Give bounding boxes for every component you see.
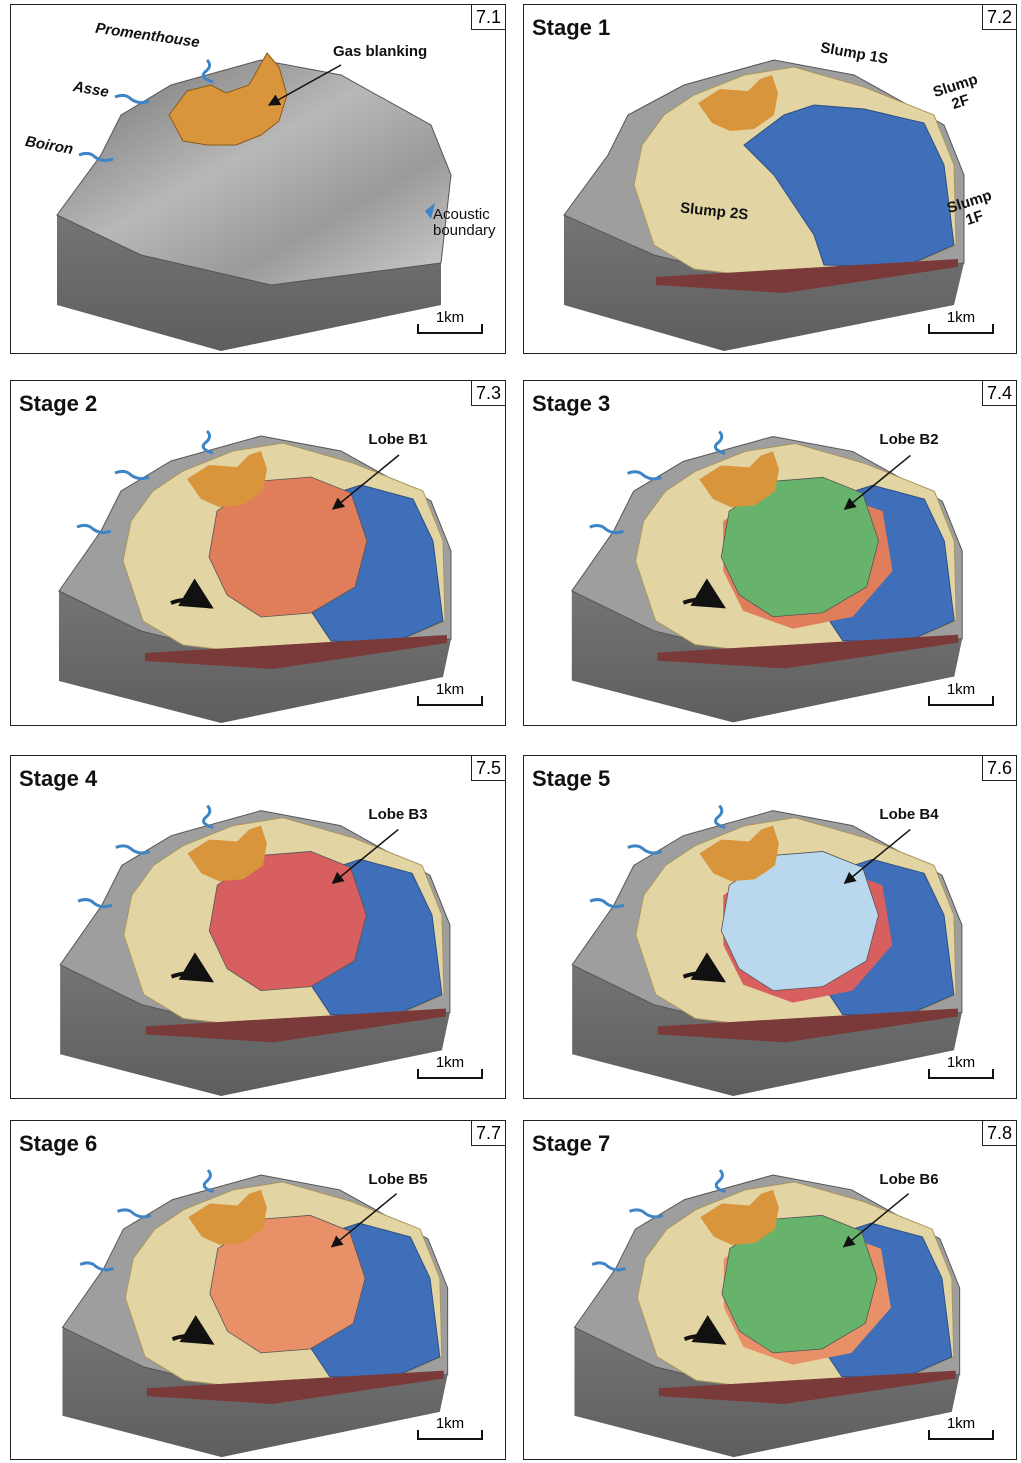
panel-7-6: 7.6 Stage 5 Lobe B4 1km	[523, 755, 1017, 1099]
label-acoustic-boundary: Acoustic boundary	[433, 207, 503, 239]
stage-title: Stage 1	[532, 15, 610, 41]
panel-7-1: 7.1 Promenthouse Gas blanking Asse Boiro…	[10, 4, 506, 354]
panel-7-7: 7.7 Stage 6 Lobe B5 1km	[10, 1120, 506, 1460]
stage-title: Stage 5	[532, 766, 610, 792]
stage-title: Stage 3	[532, 391, 610, 417]
panel-number: 7.6	[982, 755, 1017, 781]
panel-number: 7.2	[982, 4, 1017, 30]
panel-number: 7.1	[471, 4, 506, 30]
panel-number: 7.7	[471, 1120, 506, 1146]
stage-title: Stage 6	[19, 1131, 97, 1157]
panel-number: 7.8	[982, 1120, 1017, 1146]
block-diagram-7-2	[524, 5, 1018, 355]
panel-7-2: 7.2 Stage 1 Slump 1S Slump 2F Slump 2S S…	[523, 4, 1017, 354]
lobe-label: Lobe B2	[879, 431, 938, 448]
panel-number: 7.3	[471, 380, 506, 406]
block-diagram-7-5	[11, 756, 507, 1100]
lobe-label: Lobe B3	[368, 806, 427, 823]
block-diagram-7-4	[524, 381, 1018, 727]
block-diagram-7-8	[524, 1121, 1018, 1461]
scale-bar: 1km	[417, 687, 483, 709]
panel-7-3: 7.3 Stage 2 Lobe B1 1km	[10, 380, 506, 726]
panel-7-4: 7.4 Stage 3 Lobe B2 1km	[523, 380, 1017, 726]
scale-bar: 1km	[928, 1060, 994, 1082]
scale-bar: 1km	[417, 1060, 483, 1082]
lobe-label: Lobe B5	[368, 1171, 427, 1188]
panel-7-8: 7.8 Stage 7 Lobe B6 1km	[523, 1120, 1017, 1460]
lobe-label: Lobe B4	[879, 806, 938, 823]
scale-bar: 1km	[928, 315, 994, 337]
panel-number: 7.5	[471, 755, 506, 781]
scale-bar: 1km	[417, 1421, 483, 1443]
scale-bar: 1km	[928, 1421, 994, 1443]
block-diagram-7-7	[11, 1121, 507, 1461]
block-diagram-7-3	[11, 381, 507, 727]
lobe-label: Lobe B1	[368, 431, 427, 448]
block-diagram-7-6	[524, 756, 1018, 1100]
stage-title: Stage 4	[19, 766, 97, 792]
label-gas-blanking: Gas blanking	[333, 43, 427, 60]
scale-bar: 1km	[417, 315, 483, 337]
stage-title: Stage 7	[532, 1131, 610, 1157]
block-diagram-7-1	[11, 5, 507, 355]
lobe-label: Lobe B6	[879, 1171, 938, 1188]
panel-7-5: 7.5 Stage 4 Lobe B3 1km	[10, 755, 506, 1099]
scale-bar: 1km	[928, 687, 994, 709]
stage-title: Stage 2	[19, 391, 97, 417]
panel-number: 7.4	[982, 380, 1017, 406]
